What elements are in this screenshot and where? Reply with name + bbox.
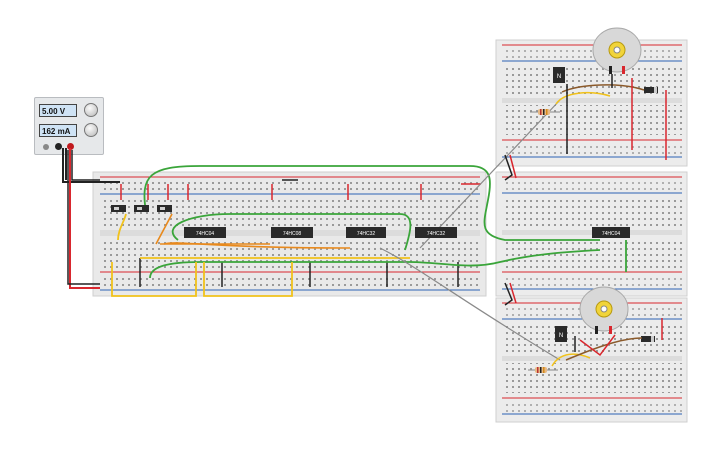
negative-terminal[interactable] — [55, 143, 62, 150]
wires-bottom-board[interactable] — [551, 318, 663, 367]
resistor-top[interactable] — [530, 109, 560, 115]
power-supply[interactable]: 5.00 V 162 mA — [34, 97, 104, 155]
transistor-bottom[interactable]: N — [555, 326, 567, 342]
transistor-top[interactable]: N — [553, 67, 565, 83]
chip-4-label: 74HC32 — [427, 231, 446, 237]
yellow-wires[interactable] — [111, 213, 410, 297]
chip-74hc04-right[interactable]: 74HC04 — [592, 227, 630, 238]
breadboard-bottom-right[interactable] — [495, 297, 688, 423]
rail-jumpers[interactable] — [120, 183, 481, 200]
voltage-display: 5.00 V — [39, 104, 77, 117]
chip-5-label: 74HC04 — [602, 231, 621, 237]
voltage-knob[interactable] — [84, 103, 98, 117]
input-switches[interactable] — [111, 205, 172, 212]
power-leads[interactable] — [62, 148, 120, 289]
diode-bottom[interactable] — [641, 336, 655, 342]
breadboard-middle-right[interactable] — [495, 171, 688, 297]
chip-74hc32-a[interactable]: 74HC32 — [346, 227, 386, 238]
orange-wires[interactable] — [155, 213, 351, 249]
wires-top-board[interactable] — [555, 74, 667, 160]
resistor-bottom[interactable] — [528, 367, 558, 373]
board-links[interactable] — [504, 154, 517, 306]
ground-terminal[interactable] — [43, 144, 49, 150]
gray-wires[interactable] — [379, 99, 561, 361]
motor-top[interactable] — [592, 27, 642, 74]
current-knob[interactable] — [84, 123, 98, 137]
chip-2-label: 74HC08 — [283, 231, 302, 237]
green-wires[interactable] — [143, 165, 627, 279]
chip-1-label: 74HC04 — [196, 231, 215, 237]
svg-text:N: N — [557, 74, 561, 80]
chip-74hc32-b[interactable]: 74HC32 — [415, 227, 457, 238]
svg-text:N: N — [559, 333, 563, 339]
breadboard-top-right[interactable] — [495, 39, 688, 167]
chip-3-label: 74HC32 — [357, 231, 376, 237]
motor-bottom[interactable] — [579, 286, 629, 334]
positive-terminal[interactable] — [67, 143, 74, 150]
chip-74hc08-main[interactable]: 74HC08 — [271, 227, 313, 238]
chip-74hc04-main[interactable]: 74HC04 — [184, 227, 226, 238]
diode-top[interactable] — [644, 87, 658, 93]
current-display: 162 mA — [39, 124, 77, 137]
ground-jumpers[interactable] — [139, 179, 459, 287]
